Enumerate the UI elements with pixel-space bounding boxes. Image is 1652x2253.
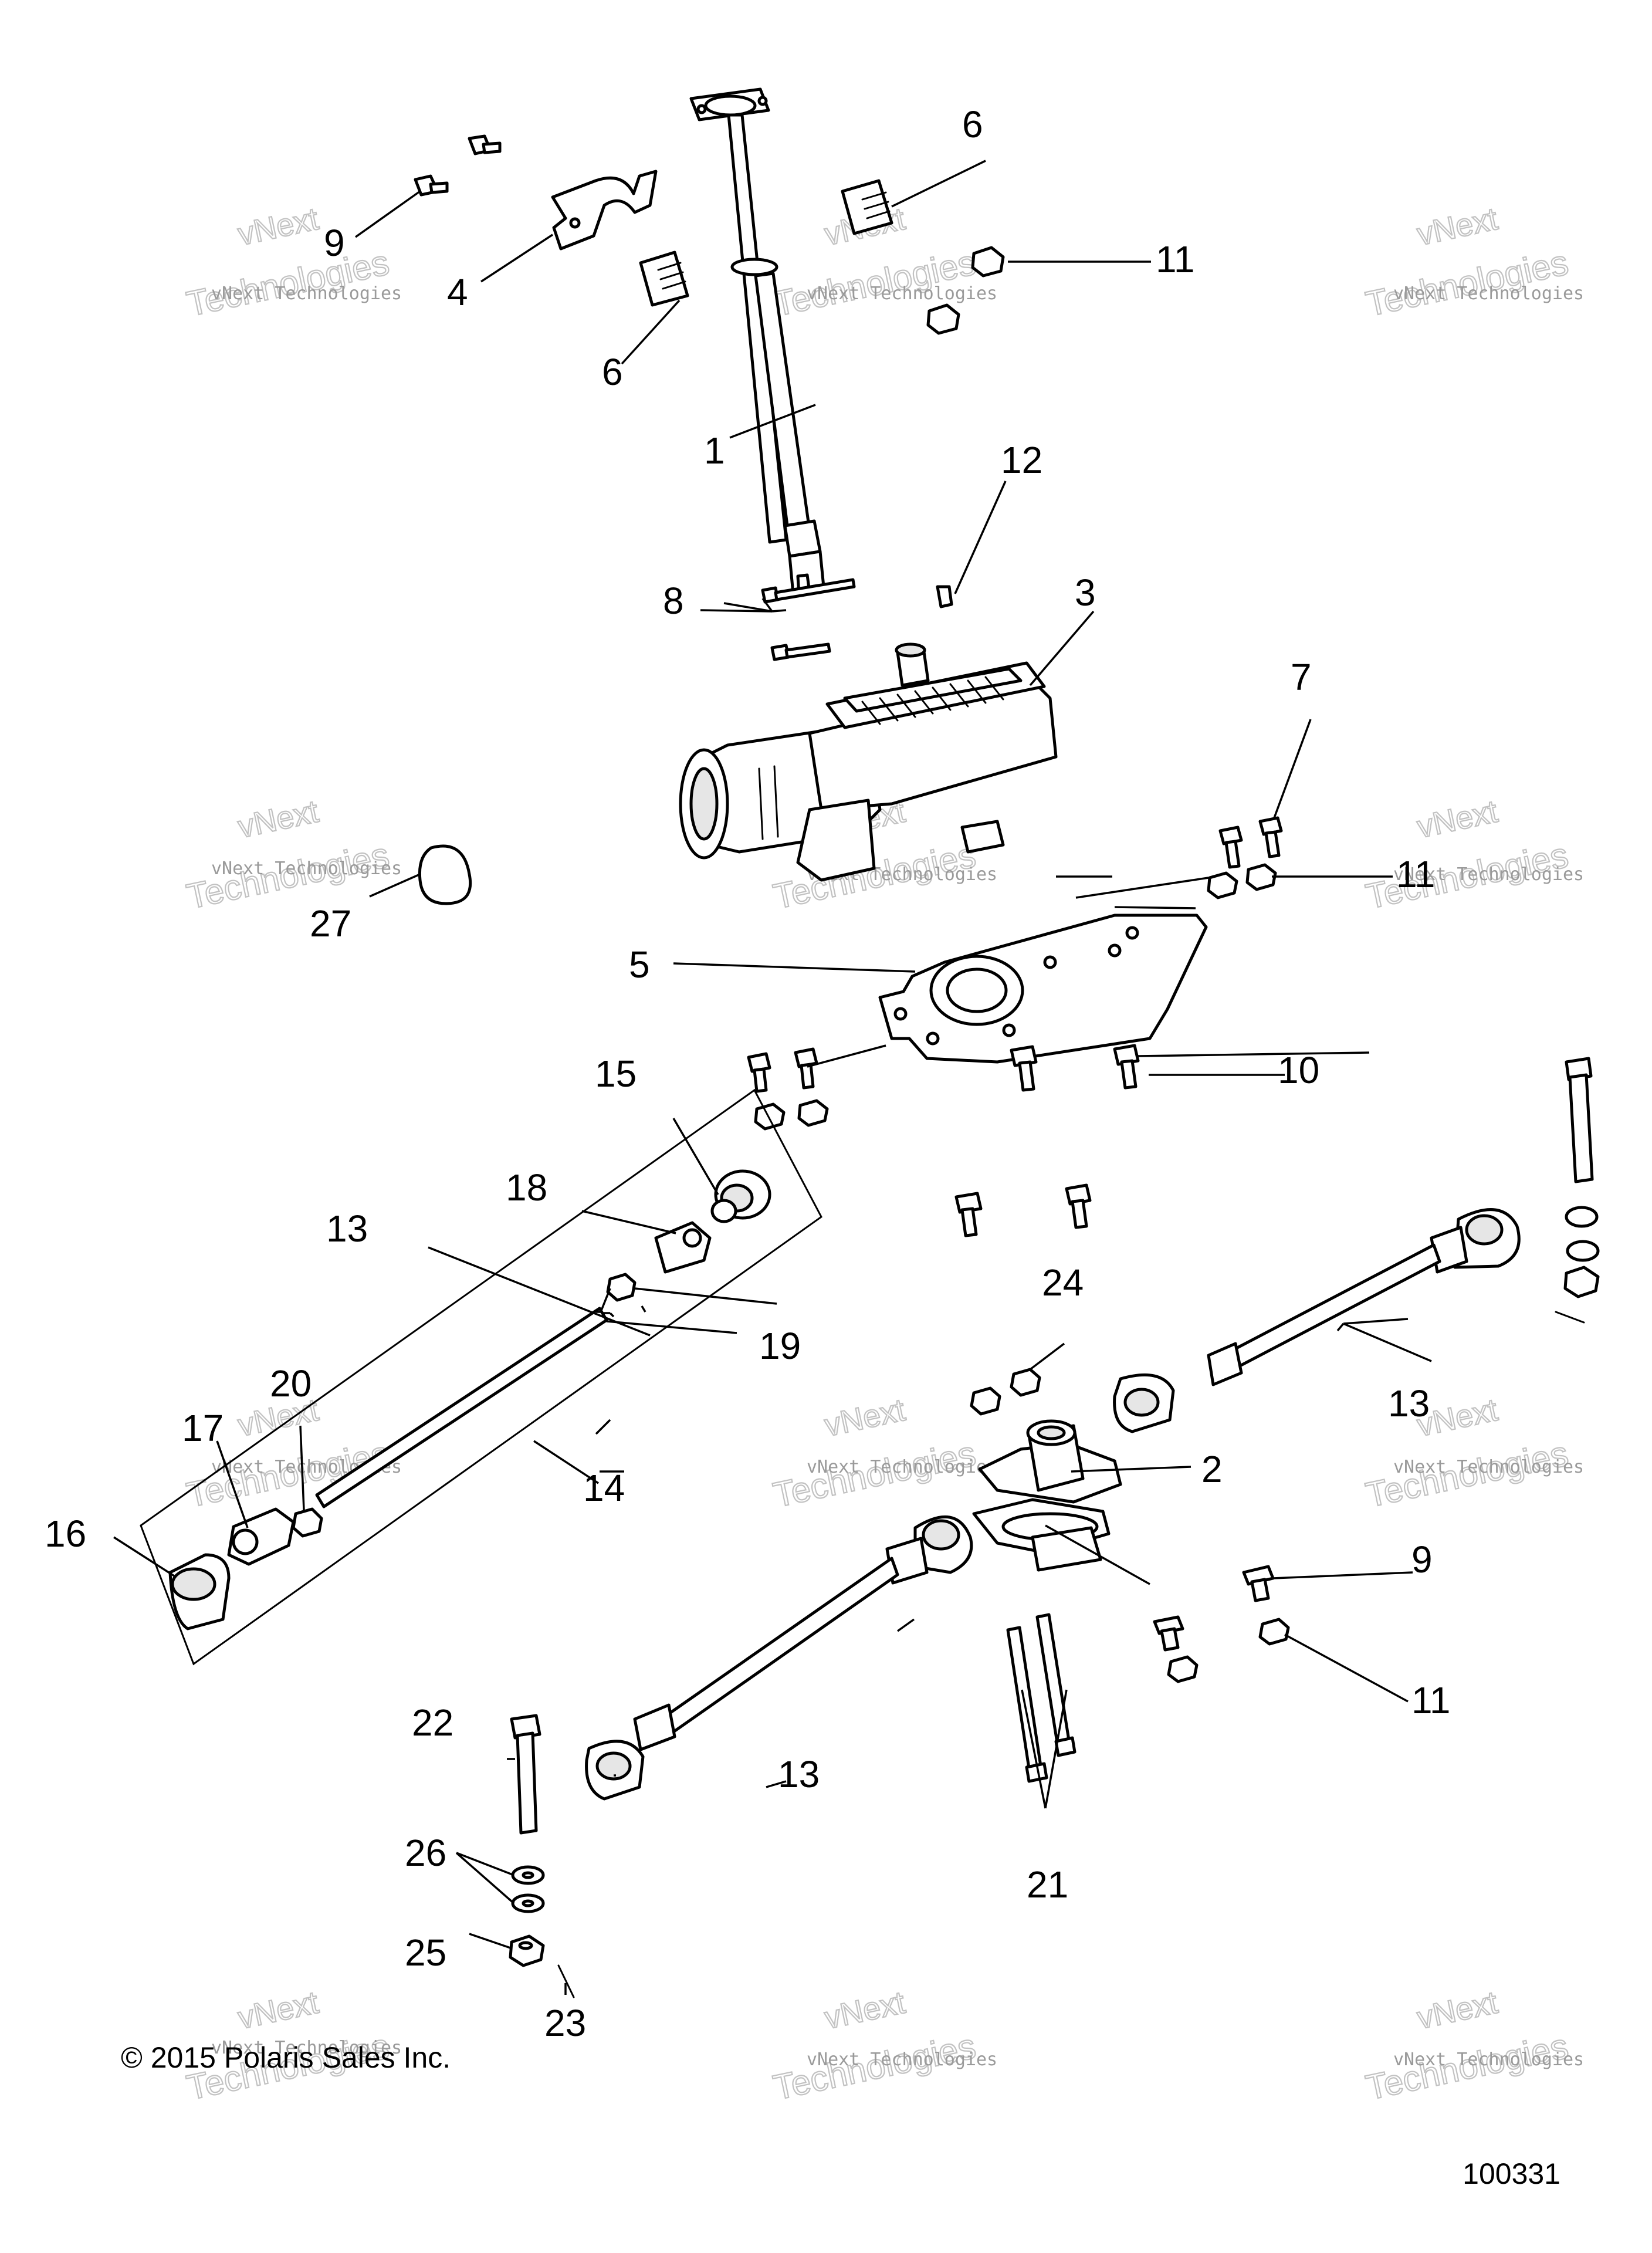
watermark: vNext Technologies: [1362, 1392, 1572, 1515]
callout-13-lower: 13: [778, 1753, 820, 1795]
callout-12: 12: [1001, 439, 1042, 481]
part-clamp-bracket: [551, 170, 658, 251]
svg-text:vNext: vNext: [235, 1985, 321, 2036]
callout-15: 15: [595, 1053, 637, 1095]
part-washers-26: [511, 1865, 545, 1913]
watermark-text: vNext Technologies: [211, 2038, 402, 2058]
svg-text:vNext: vNext: [1414, 794, 1501, 845]
part-small-bolts-top: [414, 134, 502, 197]
part-tie-rod-end-17: [227, 1507, 295, 1566]
watermark-text: vNext Technologies: [1393, 864, 1584, 885]
callout-numbers: 1 2 3 4 5 6 6 7 8 9 9 10 11 11 11 12 13 …: [45, 103, 1450, 2044]
part-nuts-mid: [1207, 863, 1277, 899]
callout-14: 14: [583, 1467, 625, 1509]
callout-9-lower: 9: [1411, 1538, 1433, 1581]
watermark: vNext Technologies: [1362, 793, 1572, 917]
part-tie-rod-end-18: [654, 1221, 712, 1274]
callout-21: 21: [1027, 1863, 1068, 1906]
watermarks: vNext Technologies vNext Technologies vN…: [182, 201, 1584, 2108]
callout-13-kit: 13: [326, 1207, 368, 1250]
watermark: vNext Technologies: [769, 1392, 980, 1515]
watermark: vNext Technologies: [769, 1984, 980, 2108]
watermark: vNext Technologies: [1362, 1984, 1572, 2108]
watermark-text: vNext Technologies: [1393, 1457, 1584, 1477]
watermark-text: vNext Technologies: [807, 2049, 997, 2070]
watermark-text: vNext Technologies: [807, 283, 997, 304]
svg-text:vNext: vNext: [821, 1985, 908, 2036]
callout-13-right: 13: [1388, 1382, 1430, 1425]
part-rod-end-16: [168, 1553, 231, 1630]
callout-7: 7: [1291, 656, 1312, 698]
callout-10: 10: [1278, 1049, 1319, 1091]
callout-5: 5: [629, 943, 650, 986]
svg-text:vNext: vNext: [821, 1392, 908, 1443]
part-bolts-10: [747, 1044, 1140, 1237]
part-long-bolts: [761, 578, 856, 661]
part-ring-27: [418, 844, 472, 905]
part-nut-25: [509, 1934, 545, 1967]
part-bushing-lower: [639, 251, 689, 307]
callout-25: 25: [405, 1931, 446, 1974]
callout-6-upper: 6: [962, 103, 983, 146]
part-steering-arm: [972, 1419, 1122, 1572]
svg-text:vNext: vNext: [1414, 1985, 1501, 2036]
callout-20: 20: [270, 1362, 312, 1405]
callout-11-mid: 11: [1396, 853, 1435, 895]
svg-text:vNext: vNext: [235, 794, 321, 845]
callout-1: 1: [704, 429, 725, 472]
part-threaded-rod-14: [315, 1307, 608, 1508]
part-bolts-7: [1218, 816, 1283, 869]
callout-11-lower: 11: [1411, 1679, 1450, 1721]
part-small-bolts-lower: [1153, 1565, 1275, 1652]
callout-11-upper: 11: [1156, 238, 1194, 280]
watermark-text: vNext Technologies: [807, 1457, 997, 1477]
leader-lines: [113, 160, 1432, 1995]
callout-16: 16: [45, 1513, 86, 1555]
svg-text:vNext: vNext: [1414, 201, 1501, 252]
watermark-text: vNext Technologies: [1393, 2049, 1584, 2070]
callout-9-upper: 9: [324, 222, 345, 264]
callout-18: 18: [506, 1166, 547, 1209]
callout-3: 3: [1075, 571, 1096, 614]
part-tie-rod-kit-box: [140, 1088, 822, 1666]
svg-text:vNext: vNext: [235, 201, 321, 252]
callout-6-lower: 6: [602, 351, 623, 393]
part-cotter-pin-23: [557, 1964, 575, 1998]
part-bushing-upper: [841, 179, 893, 235]
copyright-notice: © 2015 Polaris Sales Inc.: [121, 2041, 451, 2074]
callout-19: 19: [759, 1325, 801, 1367]
part-bolt-stack-right: [1555, 1057, 1600, 1324]
callout-26: 26: [405, 1832, 446, 1874]
part-nuts-24: [970, 1368, 1041, 1416]
watermark-text: vNext Technologies: [1393, 283, 1584, 304]
diagram-number: 100331: [1463, 2157, 1560, 2190]
part-nuts-lower: [1167, 1618, 1290, 1683]
part-nuts-top: [926, 246, 1005, 335]
part-steering-gear: [679, 642, 1058, 882]
part-jam-nut-20: [292, 1507, 323, 1538]
callout-23: 23: [544, 2002, 586, 2044]
part-tie-rod-right: [1113, 1208, 1521, 1433]
callout-22: 22: [412, 1701, 453, 1744]
part-rod-end-15: [710, 1169, 771, 1223]
part-steering-shaft: [689, 87, 953, 608]
part-tie-rod-lower: [585, 1515, 973, 1801]
callout-2: 2: [1201, 1448, 1223, 1490]
watermark-text: vNext Technologies: [211, 858, 402, 879]
callout-8: 8: [663, 580, 684, 622]
part-mounting-plate: [878, 914, 1208, 1064]
callout-24: 24: [1042, 1261, 1084, 1304]
watermark-text: vNext Technologies: [211, 283, 402, 304]
part-jam-nut-19: [606, 1273, 637, 1302]
part-bolt-22: [510, 1714, 541, 1835]
callout-27: 27: [310, 902, 351, 945]
callout-4: 4: [447, 271, 468, 313]
callout-17: 17: [182, 1407, 224, 1449]
watermark: vNext Technologies: [182, 793, 393, 917]
